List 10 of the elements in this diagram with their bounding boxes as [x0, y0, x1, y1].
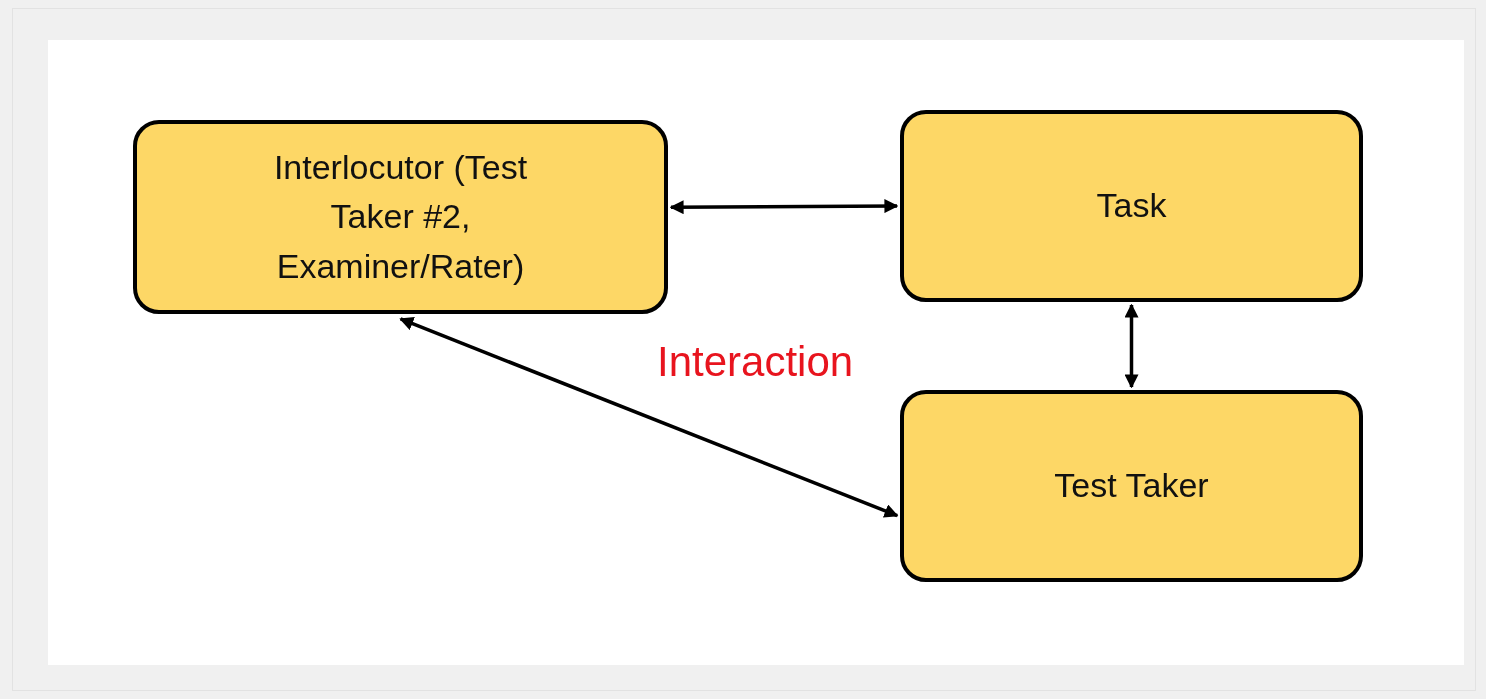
process-box: [900, 390, 1363, 582]
double-arrow: [1124, 303, 1139, 389]
box-label: Interlocutor (Test Taker #2, Examiner/Rater): [273, 147, 528, 287]
process-box: [900, 110, 1363, 302]
interaction-label: Interaction: [657, 338, 854, 386]
double-arrow: [669, 199, 899, 215]
box-label: Task: [1096, 185, 1167, 227]
box-label: Test Taker: [1054, 465, 1209, 507]
double-arrow: [399, 317, 899, 518]
process-box: [133, 120, 668, 314]
